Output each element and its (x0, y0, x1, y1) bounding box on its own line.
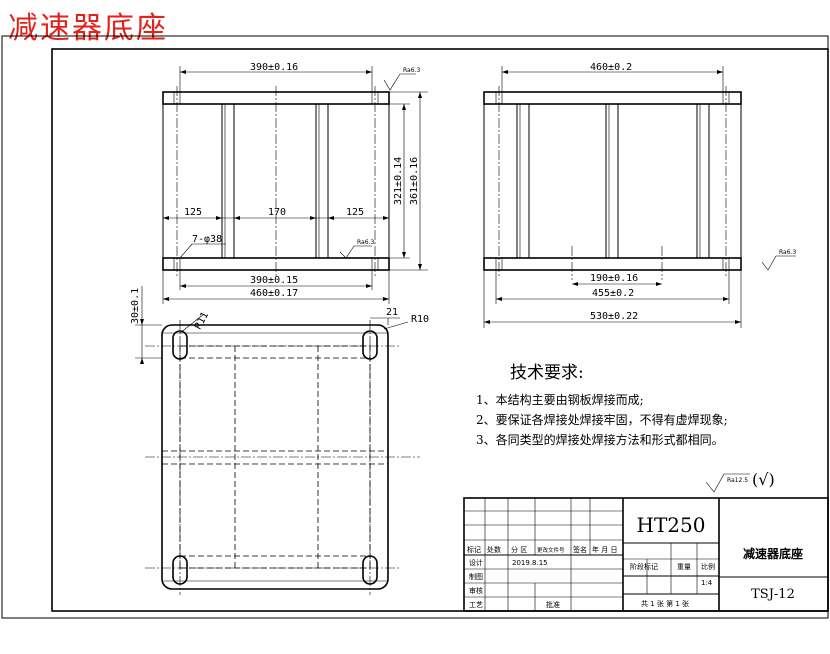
tb-stage-label: 阶段标记 (630, 562, 658, 571)
dim-plan-offset: 21 (386, 307, 398, 318)
tb-design-date: 2019.8.15 (512, 559, 548, 567)
dim-plan-height: 30±0.1 (130, 288, 141, 324)
dim-side-top-width: 460±0.2 (590, 62, 632, 73)
dim-plan-slot: R11 (193, 310, 211, 331)
dim-front-height-inner: 321±0.14 (393, 157, 404, 205)
tb-header-count: 处数 (487, 545, 501, 554)
plan-view (135, 286, 420, 595)
tb-material: HT250 (637, 513, 706, 537)
tb-row-drawing: 制图 (469, 572, 483, 581)
dim-front-mid-span: 170 (268, 207, 286, 218)
front-view (162, 66, 428, 304)
title-block (463, 497, 829, 612)
tb-drawing-no: TSJ-12 (751, 587, 795, 602)
tech-req-item-3: 3、各同类型的焊接处焊接方法和形式都相同。 (476, 432, 724, 447)
tb-scale: 1:4 (701, 579, 713, 587)
tb-header-signature: 签名 (573, 545, 587, 554)
general-roughness-value: Ra12.5 (727, 477, 748, 484)
general-roughness-symbol (705, 473, 750, 493)
roughness-side: Ra6.3 (779, 249, 796, 256)
tb-header-mark: 标记 (467, 545, 481, 554)
tb-approve-label: 批准 (546, 600, 560, 609)
tech-req-item-2: 2、要保证各焊接处焊接牢固，不得有虚焊现象; (476, 412, 728, 427)
tb-scale-label: 比例 (701, 562, 715, 571)
side-view (483, 66, 796, 328)
dim-side-inner-span: 190±0.16 (590, 273, 638, 284)
dim-front-right-span: 125 (346, 207, 364, 218)
tech-req-item-1: 1、本结构主要由钢板焊接而成; (476, 392, 644, 407)
dim-front-height-outer: 361±0.16 (409, 157, 420, 205)
tb-header-zone: 分 区 (511, 545, 527, 554)
dim-front-top-width: 390±0.16 (250, 62, 298, 73)
tb-row-design: 设计 (469, 558, 483, 567)
tb-part-name: 减速器底座 (743, 546, 803, 561)
general-roughness-mark: (√) (752, 470, 775, 489)
dim-front-left-span: 125 (184, 207, 202, 218)
roughness-front-top: Ra6.3 (403, 67, 420, 74)
dim-front-holes: 7-φ38 (192, 234, 222, 245)
tech-req-heading: 技术要求: (510, 363, 584, 383)
drawing-title: 减速器底座 (8, 11, 168, 46)
dim-plan-corner: R10 (411, 314, 429, 325)
dim-front-bottom-overall: 460±0.17 (250, 288, 298, 299)
inner-frame (51, 48, 829, 612)
roughness-front-bottom: Ra6.3 (357, 239, 374, 246)
tb-sheet-info: 共 1 张 第 1 张 (641, 599, 689, 608)
dim-side-overall: 530±0.22 (590, 311, 638, 322)
tb-row-process: 工艺 (469, 601, 483, 609)
tb-header-date: 年 月 日 (592, 545, 617, 554)
tb-header-change-doc: 更改文件号 (537, 546, 565, 554)
tb-row-review: 审核 (469, 586, 483, 595)
dim-front-bottom-span: 390±0.15 (250, 275, 298, 286)
dim-side-mid-span: 455±0.2 (592, 288, 634, 299)
tb-weight-label: 重量 (677, 563, 691, 571)
